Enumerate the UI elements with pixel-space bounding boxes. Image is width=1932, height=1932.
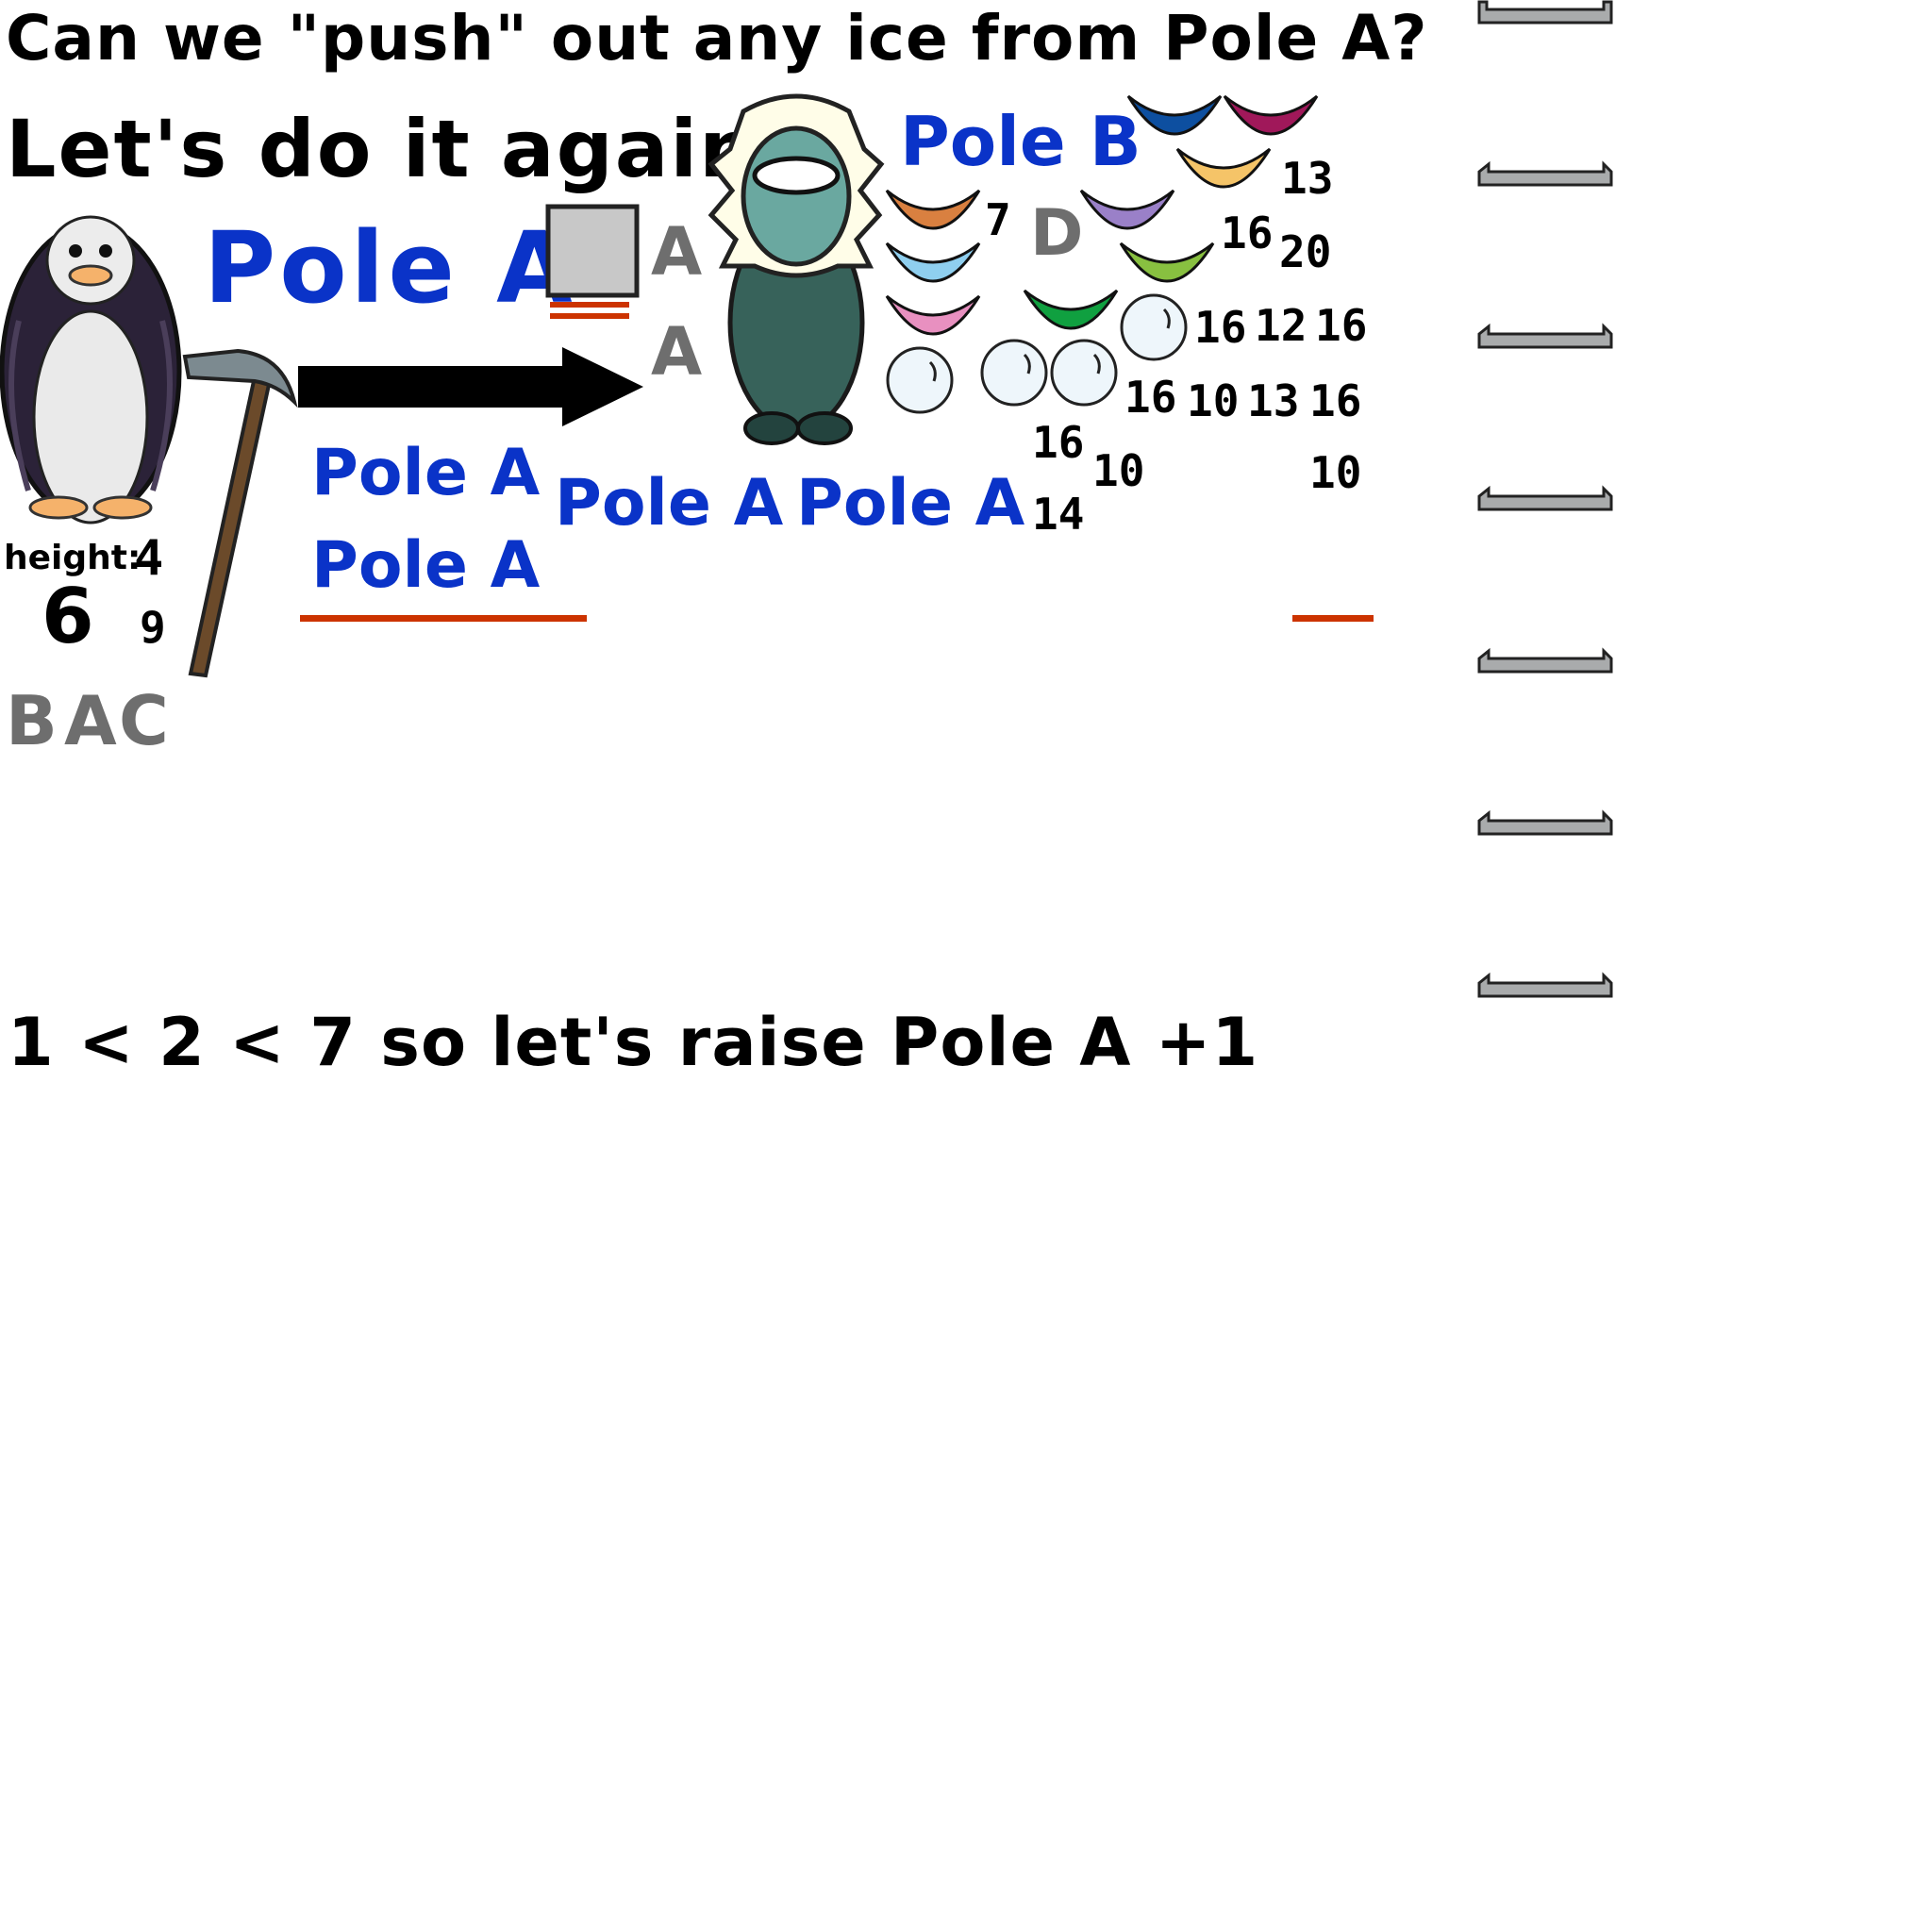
stack-pole-a-2: Pole A xyxy=(311,528,541,603)
number-16: 16 xyxy=(1315,300,1368,351)
eskimo-icon xyxy=(708,93,885,445)
shelf-bracket-icon xyxy=(1477,485,1613,511)
shelf-bracket-icon xyxy=(1477,160,1613,187)
question-heading: Can we "push" out any ice from Pole A? xyxy=(6,2,1428,75)
number-16: 16 xyxy=(1221,208,1274,258)
ice-bowl-icon xyxy=(1175,147,1272,189)
snowball-icon xyxy=(886,346,954,414)
shelf-bracket-icon xyxy=(1477,0,1613,25)
row-pole-a-1: Pole A xyxy=(555,466,784,541)
number-10: 10 xyxy=(1092,445,1145,496)
subtitle-heading: Let's do it again xyxy=(6,103,758,195)
snowball-icon xyxy=(1050,339,1118,407)
penguin-icon xyxy=(0,215,182,525)
arrow-right-icon xyxy=(298,347,643,426)
small-number: 9 xyxy=(140,602,166,653)
letter-d: D xyxy=(1030,196,1084,271)
conclusion-text: 1 < 2 < 7 so let's raise Pole A +1 xyxy=(8,1004,1259,1081)
number-16: 16 xyxy=(1124,372,1177,423)
shelf-bracket-icon xyxy=(1477,323,1613,349)
number-7: 7 xyxy=(985,194,1011,245)
ice-block-icon xyxy=(545,204,640,319)
side-letter-a-bottom: A xyxy=(651,313,703,391)
ice-bowl-icon xyxy=(1126,94,1223,136)
ice-bowl-icon xyxy=(1223,94,1319,136)
ice-bowl-icon xyxy=(885,242,981,283)
red-underline-right xyxy=(1292,615,1374,622)
number-16: 16 xyxy=(1309,375,1362,426)
shelf-bracket-icon xyxy=(1477,972,1613,998)
snowball-icon xyxy=(980,339,1048,407)
height-value: 4 xyxy=(134,530,164,587)
shelf-bracket-icon xyxy=(1477,809,1613,836)
ice-bowl-icon xyxy=(1079,189,1175,230)
ice-bowl-icon xyxy=(885,189,981,230)
letter-c: C xyxy=(119,681,169,760)
number-13: 13 xyxy=(1247,375,1300,426)
number-10: 10 xyxy=(1187,375,1240,426)
pole-a-title: Pole A xyxy=(204,210,576,325)
row-pole-a-2: Pole A xyxy=(796,466,1025,541)
ice-pick-icon xyxy=(182,348,298,678)
number-20: 20 xyxy=(1279,226,1332,277)
number-16: 16 xyxy=(1194,302,1247,353)
number-16: 16 xyxy=(1032,417,1085,468)
letter-a: A xyxy=(64,681,117,760)
letter-b: B xyxy=(6,681,58,760)
height-label: height: xyxy=(4,539,142,577)
snowball-icon xyxy=(1120,293,1188,361)
ice-bowl-icon xyxy=(1119,242,1215,283)
pole-b-title: Pole B xyxy=(900,102,1141,181)
red-underline-left xyxy=(300,615,587,622)
stack-pole-a-1: Pole A xyxy=(311,436,541,510)
number-10: 10 xyxy=(1309,447,1362,498)
ice-bowl-icon xyxy=(1023,289,1119,330)
number-14: 14 xyxy=(1032,489,1085,540)
number-13: 13 xyxy=(1281,153,1334,204)
big-number: 6 xyxy=(42,573,94,660)
shelf-bracket-icon xyxy=(1477,647,1613,674)
ice-bowl-icon xyxy=(885,294,981,336)
number-12: 12 xyxy=(1255,300,1307,351)
side-letter-a-top: A xyxy=(651,213,703,291)
